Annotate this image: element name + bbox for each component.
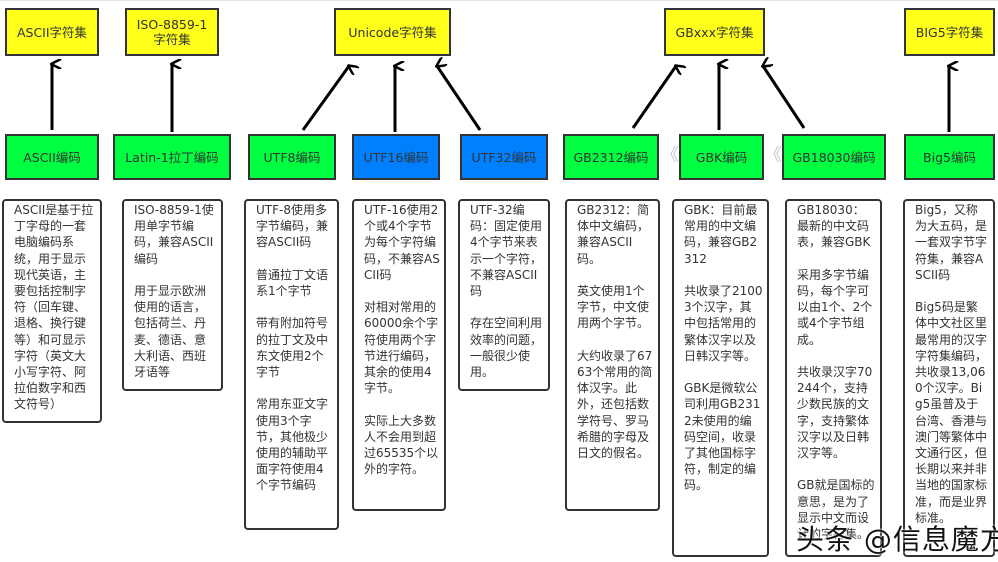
- encoding-latin1-label: Latin-1拉丁编码: [125, 149, 219, 165]
- charset-ascii-label: ASCII字符集: [16, 24, 88, 40]
- encoding-gbk: GBK编码: [679, 134, 764, 180]
- watermark-text: 头条 @信息魔方: [796, 523, 998, 556]
- note-utf32: UTF-32编码：固定使用4个字节来表示一个字符，不兼容ASCII码 存在空间利…: [458, 199, 550, 391]
- derived-from-separator-2: 《: [764, 145, 782, 166]
- encoding-latin1: Latin-1拉丁编码: [113, 134, 231, 180]
- note-gb2312: GB2312：简体中文编码，兼容ASCII码。 英文使用1个字节，中文使用两个字…: [565, 199, 660, 511]
- charset-gbxxx: GBxxx字符集: [664, 8, 765, 56]
- note-latin1: ISO-8859-1使用单字节编码，兼容ASCII编码 用于显示欧洲使用的语言，…: [122, 199, 223, 391]
- encoding-ascii: ASCII编码: [5, 134, 99, 180]
- note-gbk: GBK：目前最常用的中文编码，兼容GB2312 共收录了21003个汉字，其中包…: [672, 199, 769, 557]
- note-ascii: ASCII是基于拉丁字母的一套电脑编码系统，用于显示现代英语，主要包括控制字符（…: [2, 199, 102, 423]
- note-gb18030: GB18030：最新的中文码表，兼容GBK 采用多字节编码，每个字可以由1个、2…: [785, 199, 882, 557]
- top-border-line: [0, 0, 998, 1]
- arrow-gb18030: [763, 66, 806, 129]
- charset-unicode-label: Unicode字符集: [348, 24, 437, 40]
- charset-big5-label: BIG5字符集: [915, 24, 984, 40]
- encoding-utf32-label: UTF32编码: [471, 149, 537, 165]
- encoding-big5: Big5编码: [904, 134, 995, 180]
- encoding-utf8-label: UTF8编码: [263, 149, 321, 165]
- note-utf8: UTF-8使用多字节编码，兼容ASCII码 普通拉丁文语系1个字节 带有附加符号…: [244, 199, 339, 530]
- arrow-utf8: [301, 66, 349, 131]
- encoding-gb2312-label: GB2312编码: [573, 149, 649, 165]
- encoding-big5-label: Big5编码: [923, 149, 976, 165]
- encoding-gbk-label: GBK编码: [695, 149, 748, 165]
- note-utf16: UTF-16使用2个或4个字节为每个字符编码，不兼容ASCII码 对相对常用的6…: [352, 199, 446, 511]
- derived-from-separator-1: 《: [661, 145, 679, 166]
- encoding-utf32: UTF32编码: [460, 134, 548, 180]
- charset-iso-label: ISO-8859-1 字符集: [136, 17, 208, 47]
- encoding-gb2312: GB2312编码: [563, 134, 659, 180]
- note-big5: Big5，又称为大五码，是一套双字节字符集，兼容ASCII码 Big5码是繁体中…: [903, 199, 995, 557]
- charset-gbxxx-label: GBxxx字符集: [675, 24, 754, 40]
- encoding-utf16: UTF16编码: [352, 134, 440, 180]
- charset-iso-8859-1: ISO-8859-1 字符集: [125, 8, 219, 56]
- charset-unicode: Unicode字符集: [334, 8, 451, 56]
- charset-ascii: ASCII字符集: [5, 8, 99, 56]
- encoding-gb18030: GB18030编码: [782, 134, 886, 180]
- encoding-utf16-label: UTF16编码: [363, 149, 429, 165]
- encoding-ascii-label: ASCII编码: [23, 149, 81, 165]
- encoding-gb18030-label: GB18030编码: [792, 149, 876, 165]
- arrow-utf32: [437, 66, 482, 131]
- encoding-utf8: UTF8编码: [248, 134, 336, 180]
- arrow-gb2312: [631, 66, 676, 129]
- charset-big5: BIG5字符集: [904, 8, 995, 56]
